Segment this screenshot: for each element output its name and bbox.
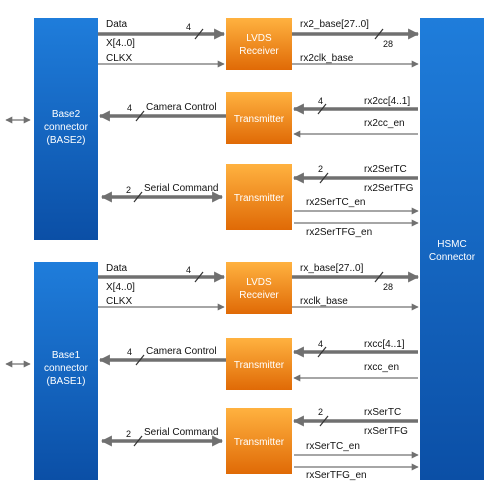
base2-cc-en-label: rx2cc_en [364,118,405,129]
base2-camera-transmitter: Transmitter [226,92,292,144]
base2-serial-width: 2 [126,185,131,195]
base2-ser-tc-en-label: rx2SerTC_en [306,197,365,208]
base1-serial-slash [133,435,143,447]
base1-lvds-receiver: LVDS Receiver [226,262,292,314]
base2-data-label: Data [106,19,128,30]
base1-ser-tc-en-label: rxSerTC_en [306,441,360,452]
base1-camera-width: 4 [127,347,132,357]
base2-connector-line3: (BASE2) [47,135,86,146]
base1-camera-label: Camera Control [146,346,217,357]
hsmc-connector: HSMC Connector [420,18,484,480]
base2-lvds-line1: LVDS [246,33,272,44]
base1-cc-slash [317,346,327,358]
base1-lvds-line2: Receiver [239,290,279,301]
base1-connector-line3: (BASE1) [47,376,86,387]
base1-ser-tfg-en-label: rxSerTFG_en [306,470,367,481]
base2-data-width: 4 [186,22,191,32]
base2-rx-clk-label: rx2clk_base [300,53,354,64]
base2-connector: Base2 connector (BASE2) [34,18,98,240]
hsmc-line1: HSMC [437,239,466,250]
base1-serial-label: Serial Command [144,427,218,438]
base1-ser-tc-label: rxSerTC [364,407,401,418]
base2-connector-line1: Base2 [52,109,81,120]
base1-cc-en-label: rxcc_en [364,362,399,373]
base1-serial-width: 2 [126,429,131,439]
base2-camera-label: Camera Control [146,102,217,113]
base1-serial-transmitter: Transmitter [226,408,292,474]
base2-cc-label: rx2cc[4..1] [364,96,410,107]
base1-clkx-label: CLKX [106,296,132,307]
base2-lvds-line2: Receiver [239,46,279,57]
base1-rx-clk-label: rxclk_base [300,296,348,307]
base2-data-bus-slash [194,28,204,40]
base2-clkx-label: CLKX [106,53,132,64]
base2-ser-slash [319,172,329,184]
base1-rx-base-label: rx_base[27..0] [300,263,364,274]
base2-rx-base-label: rx2_base[27..0] [300,19,369,30]
base2-serial-transmitter: Transmitter [226,164,292,230]
base1-ser-slash [319,415,329,427]
base2-camera-slash [135,110,145,122]
base2-ser-width: 2 [318,164,323,174]
base2-cc-width: 4 [318,96,323,106]
base1-tx2-label: Transmitter [234,437,285,448]
base1-ser-tfg-label: rxSerTFG [364,426,408,437]
base2-ser-tfg-label: rx2SerTFG [364,183,414,194]
base1-camera-transmitter: Transmitter [226,338,292,390]
base1-data-width: 4 [186,265,191,275]
base1-data-bus-slash [194,271,204,283]
hsmc-line2: Connector [429,252,476,263]
base2-tx2-label: Transmitter [234,193,285,204]
base2-tx1-label: Transmitter [234,114,285,125]
base1-lvds-line1: LVDS [246,277,272,288]
base2-serial-slash [133,191,143,203]
base1-connector-line1: Base1 [52,350,81,361]
base2-ser-tfg-en-label: rx2SerTFG_en [306,227,372,238]
base2-rx-base-width: 28 [383,39,393,49]
base2-rx-base-slash [374,28,384,40]
base2-cc-slash [317,103,327,115]
base1-rx-base-slash [374,271,384,283]
base1-camera-slash [135,354,145,366]
base1-rx-base-width: 28 [383,282,393,292]
base2-camera-width: 4 [127,103,132,113]
base1-cc-label: rxcc[4..1] [364,339,405,350]
base2-lvds-receiver: LVDS Receiver [226,18,292,70]
base1-connector: Base1 connector (BASE1) [34,262,98,480]
base1-x-label: X[4..0] [106,282,135,293]
base1-tx1-label: Transmitter [234,360,285,371]
base1-data-label: Data [106,263,128,274]
base1-cc-width: 4 [318,339,323,349]
base1-connector-line2: connector [44,363,89,374]
base1-ser-width: 2 [318,407,323,417]
base2-connector-line2: connector [44,122,89,133]
base2-serial-label: Serial Command [144,183,218,194]
base2-x-label: X[4..0] [106,38,135,49]
base2-ser-tc-label: rx2SerTC [364,164,407,175]
